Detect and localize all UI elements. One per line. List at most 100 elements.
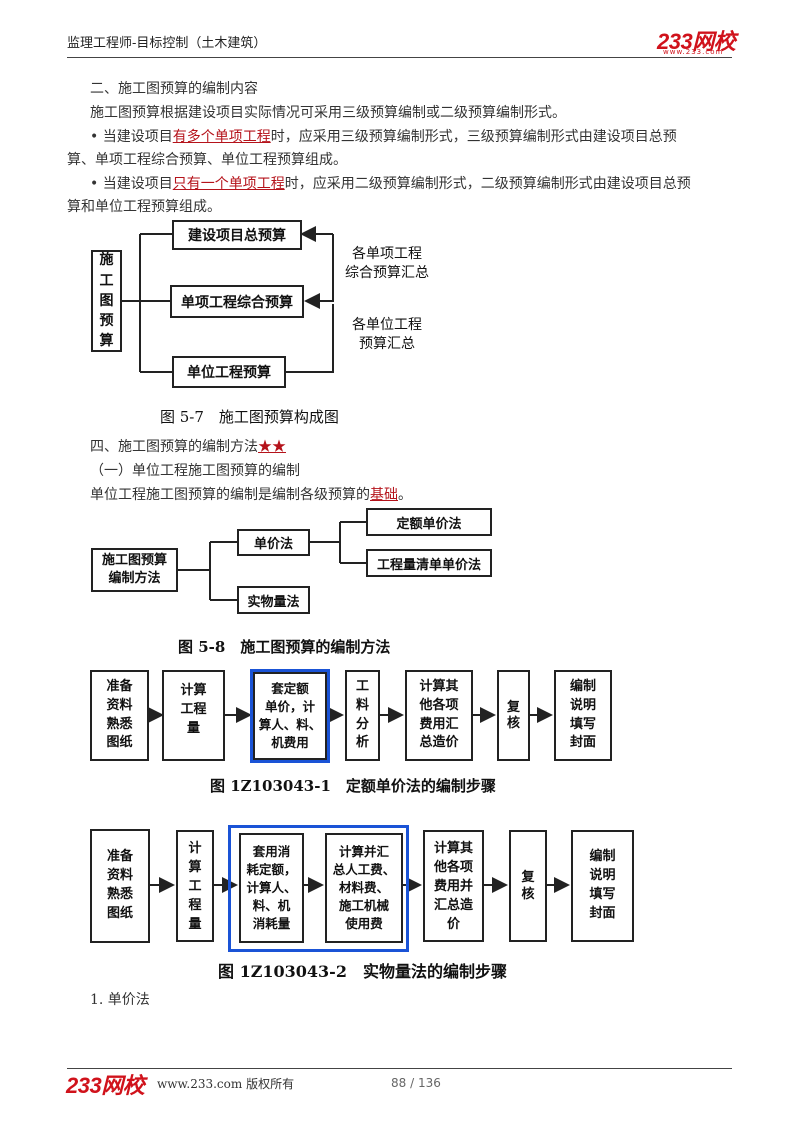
step-line: 计算人、 (246, 880, 297, 895)
box-char: 图 (99, 292, 114, 309)
box-char: 施 (99, 252, 114, 269)
step-line: 计算其 (419, 678, 459, 694)
unit-budget-box: 单位工程预算 (172, 356, 286, 388)
highlight-text: 基础 (370, 487, 398, 503)
bullet-item: • 当建设项目有多个单项工程时，应采用三级预算编制形式，三级预算编制形式由建设项… (90, 126, 677, 146)
step-line: 计算 (180, 683, 207, 698)
step-line: 工 (355, 678, 369, 694)
bill-unit-price-box: 工程量清单单价法 (366, 549, 492, 577)
flow1-step-quota: 套定额 单价，计 算人、料、 机费用 (253, 672, 327, 760)
figure-caption: 图 1Z103043-2 实物量法的编制步骤 (218, 962, 507, 981)
box-label: 编制方法 (108, 571, 161, 586)
step-line: 资料 (106, 868, 133, 884)
step-line: 封面 (569, 735, 596, 751)
step-line: 资料 (106, 697, 133, 713)
flow2-step-quantity: 计 算 工 程 量 (176, 830, 214, 942)
copyright-text: www.233.com 版权所有 (157, 1077, 295, 1091)
step-line: 计算其 (433, 840, 473, 856)
figure-caption: 图 1Z103043-1 定额单价法的编制步骤 (210, 777, 496, 795)
subsection-heading: （一）单位工程施工图预算的编制 (90, 463, 300, 479)
paragraph-text: 单位工程施工图预算的编制是编制各级预算的 (90, 487, 370, 503)
bullet-text: • 当建设项目 (90, 176, 173, 192)
step-line: 析 (355, 735, 369, 751)
step-line: 编制 (589, 849, 616, 865)
paragraph: 单位工程施工图预算的编制是编制各级预算的基础。 (90, 484, 412, 504)
figure-caption: 图 5-7 施工图预算构成图 (160, 408, 339, 426)
label-line: 预算汇总 (359, 336, 415, 352)
lower-arrow-label: 各单位工程 预算汇总 (342, 316, 432, 354)
step-line: 复 (521, 870, 535, 885)
step-line: 总人工费、 (332, 862, 396, 877)
step-line: 编制 (569, 678, 596, 694)
construction-budget-box: 施 工 图 预 算 (91, 250, 122, 352)
step-line: 计 (188, 840, 202, 856)
step-line: 施工机械 (338, 898, 389, 913)
step-line: 料、机 (252, 898, 291, 913)
step-line: 核 (521, 887, 535, 902)
brand-logo: 233网校 (66, 1073, 145, 1098)
footer-divider (67, 1068, 732, 1069)
bullet-text: 时，应采用二级预算编制形式，二级预算编制形式由建设项目总预 (284, 176, 691, 192)
physical-quantity-box: 实物量法 (237, 586, 310, 614)
header-divider (67, 57, 732, 58)
step-line: 计算并汇 (338, 844, 389, 859)
paragraph-text: 。 (398, 487, 412, 503)
step-line: 套用消 (252, 844, 291, 859)
highlight-frame (250, 669, 330, 763)
step-line: 分 (355, 716, 369, 732)
box-label: 施工图预算 (101, 553, 167, 568)
label-line: 各单位工程 (352, 317, 422, 333)
bullet-text: 时，应采用三级预算编制形式，三级预算编制形式由建设项目总预 (270, 129, 677, 145)
step-line: 准备 (106, 849, 133, 865)
box-char: 工 (99, 272, 114, 289)
step-line: 材料费、 (338, 880, 389, 895)
step-line: 耗定额， (246, 862, 297, 877)
step-line: 消耗量 (252, 916, 291, 931)
importance-stars-icon: ★★ (258, 439, 286, 455)
flow2-step-cover: 编制 说明 填写 封面 (571, 830, 634, 942)
step-line: 机费用 (271, 735, 309, 751)
step-line: 图纸 (106, 905, 133, 921)
flow2-step-consumption: 套用消 耗定额， 计算人、 料、机 消耗量 (239, 833, 304, 943)
highlight-text: 有多个单项工程 (172, 129, 271, 145)
step-line: 使用费 (345, 916, 383, 931)
box-label: 建设项目总预算 (188, 228, 286, 244)
step-line: 填写 (589, 887, 616, 902)
highlight-text: 只有一个单项工程 (172, 176, 285, 192)
box-char: 算 (99, 333, 114, 350)
step-line: 量 (188, 916, 202, 932)
highlight-frame (228, 825, 409, 952)
label-line: 综合预算汇总 (345, 265, 429, 281)
single-item-budget-box: 单项工程综合预算 (170, 285, 304, 318)
step-line: 费用并 (433, 878, 473, 894)
step-line: 汇总造 (433, 897, 473, 913)
step-line: 工程 (180, 701, 207, 717)
brand-url: www.233.com (663, 48, 724, 56)
box-char: 预 (99, 313, 114, 330)
heading-text: 四、施工图预算的编制方法 (90, 439, 258, 455)
section-heading: 四、施工图预算的编制方法★★ (90, 436, 286, 456)
box-label: 定额单价法 (396, 516, 462, 532)
header-title: 监理工程师-目标控制（土木建筑） (67, 36, 267, 51)
box-label: 单项工程综合预算 (181, 294, 293, 311)
flow1-step-analysis: 工 料 分 析 (345, 670, 380, 761)
step-line: 套定额 (271, 680, 309, 696)
step-line: 填写 (569, 716, 596, 732)
flow1-step-cover: 编制 说明 填写 封面 (554, 670, 612, 761)
step-line: 他各项 (433, 859, 473, 875)
flow2-step-prepare: 准备 资料 熟悉 图纸 (90, 829, 150, 943)
step-line: 复 (506, 699, 520, 715)
step-line: 量 (186, 720, 200, 736)
step-line: 价 (446, 916, 460, 932)
step-line: 熟悉 (106, 887, 133, 902)
step-line: 总造价 (419, 735, 459, 751)
step-line: 说明 (569, 697, 596, 713)
flow2-step-total: 计算其 他各项 费用并 汇总造 价 (423, 830, 484, 942)
bullet-continuation: 算、单项工程综合预算、单位工程预算组成。 (67, 152, 347, 168)
step-line: 他各项 (419, 697, 459, 713)
upper-arrow-label: 各单项工程 综合预算汇总 (342, 245, 432, 283)
step-line: 工 (188, 878, 202, 894)
step-line: 熟悉 (106, 716, 133, 732)
bullet-continuation: 算和单位工程预算组成。 (67, 199, 221, 215)
